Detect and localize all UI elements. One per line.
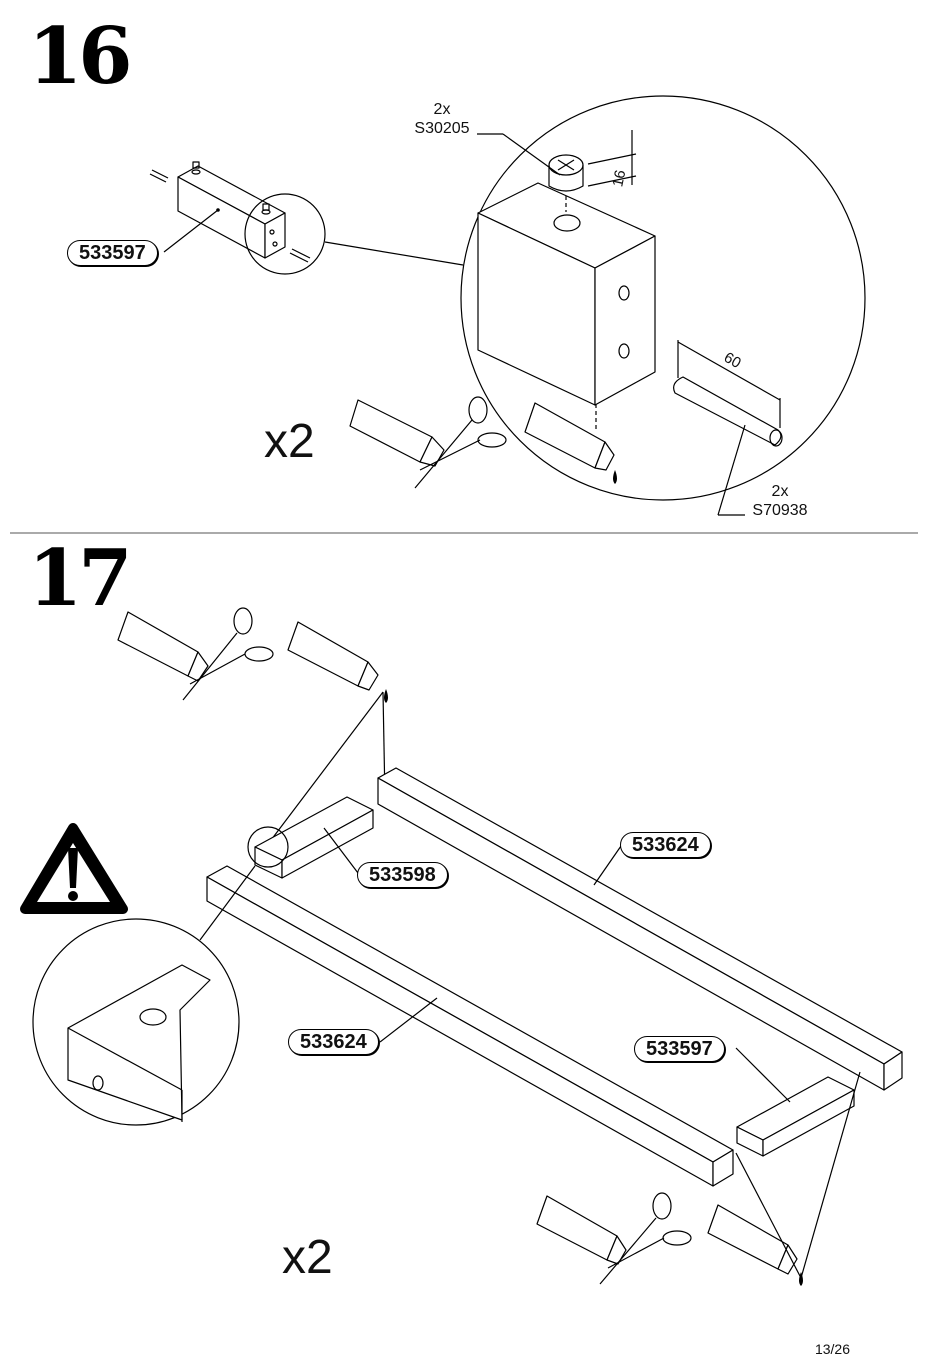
callout-qty: 2x [433, 101, 451, 118]
glue-scissors-17-bottom [536, 1071, 861, 1285]
callout-code: S70938 [752, 502, 808, 519]
block-533598 [254, 796, 374, 879]
step-number-16: 16 [28, 11, 133, 102]
step-number-17: 17 [28, 533, 133, 624]
block-533597 [736, 1076, 855, 1157]
cam-lock-fitting [548, 154, 584, 212]
rail-533624-back [377, 767, 903, 1091]
callout-code: S30205 [414, 120, 470, 137]
multiplier-17: x2 [282, 1231, 333, 1284]
detail-circle-17-large [32, 918, 240, 1126]
detail-circle-large [460, 95, 866, 501]
part-label-533597-step17: 533597 [634, 1036, 725, 1062]
part-label-533624-back: 533624 [620, 832, 711, 858]
glue-drop-icon [384, 470, 803, 1286]
detail-circle-17-small [247, 826, 289, 868]
detail-block [477, 182, 656, 406]
dimension-16: 16 [609, 168, 630, 189]
callout-qty: 2x [771, 483, 789, 500]
detail-circle-small [244, 193, 326, 275]
multiplier-16: x2 [264, 415, 315, 468]
glue-scissors-16a [349, 396, 507, 489]
callout-s30205: 2x S30205 [410, 100, 474, 138]
part-label-533624-front: 533624 [288, 1029, 379, 1055]
small-block-533597 [149, 161, 311, 263]
part-label-533598: 533598 [357, 862, 448, 888]
rail-533624-front [206, 865, 734, 1187]
wooden-dowel [673, 376, 783, 447]
callout-s70938: 2x S70938 [746, 482, 814, 520]
part-label-533597: 533597 [67, 240, 158, 266]
page-number: 13/26 [814, 1341, 850, 1357]
detail-rail-end [67, 964, 211, 1122]
warning-icon [20, 823, 128, 914]
glue-16b [524, 402, 615, 471]
